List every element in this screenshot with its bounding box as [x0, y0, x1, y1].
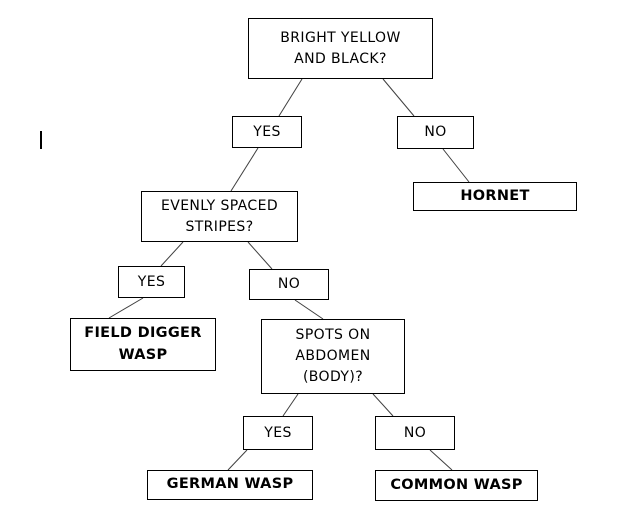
edge-stripes-no2 — [247, 241, 273, 270]
edge-stripes-yes2 — [160, 241, 184, 267]
node-no-1: NO — [397, 116, 474, 149]
node-common-wasp: COMMON WASP — [375, 470, 538, 501]
node-label-line: FIELD DIGGER — [84, 324, 202, 341]
node-label-line: BRIGHT YELLOW — [280, 29, 401, 46]
node-label-line: YES — [264, 424, 292, 441]
edge-root-no1 — [382, 78, 415, 117]
edge-spots-no3 — [372, 393, 394, 417]
node-label-line: SPOTS ON — [295, 327, 371, 343]
node-label-line: YES — [253, 123, 281, 140]
node-yes-2: YES — [118, 266, 185, 298]
edge-root-yes1 — [278, 78, 303, 117]
node-label-line: STRIPES? — [185, 218, 254, 235]
node-label-line: HORNET — [460, 187, 530, 204]
node-evenly-spaced-stripes: EVENLY SPACED STRIPES? — [141, 191, 298, 242]
node-label-line: ABDOMEN — [295, 348, 371, 364]
node-label-line: (BODY)? — [302, 369, 364, 385]
edge-yes2-field — [108, 297, 144, 319]
edge-no2-spots — [294, 299, 324, 320]
node-no-2: NO — [249, 269, 329, 300]
node-label-line: NO — [403, 424, 427, 441]
node-german-wasp: GERMAN WASP — [147, 470, 313, 500]
node-bright-yellow-and-black: BRIGHT YELLOW AND BLACK? — [248, 18, 433, 79]
node-label-line: GERMAN WASP — [166, 476, 294, 493]
node-field-digger-wasp: FIELD DIGGER WASP — [70, 318, 216, 371]
node-label-line: WASP — [118, 346, 168, 363]
edge-spots-yes3 — [282, 393, 299, 417]
node-label-line: NO — [424, 124, 447, 140]
node-label-line: EVENLY SPACED — [160, 197, 279, 214]
edge-no3-common — [429, 449, 453, 471]
node-label-line: COMMON WASP — [390, 476, 523, 493]
node-label-line: AND BLACK? — [294, 50, 387, 67]
node-spots-on-abdomen: SPOTS ON ABDOMEN (BODY)? — [261, 319, 405, 394]
node-label-line: NO — [277, 276, 301, 292]
edge-no1-hornet — [442, 148, 470, 183]
node-yes-3: YES — [243, 416, 313, 450]
edge-yes1-stripes — [230, 147, 259, 192]
edge-yes3-german — [227, 449, 248, 471]
node-no-3: NO — [375, 416, 455, 450]
node-label-line: YES — [137, 273, 166, 290]
node-hornet: HORNET — [413, 182, 577, 211]
node-yes-1: YES — [232, 116, 302, 148]
text-cursor-artifact — [40, 131, 42, 149]
